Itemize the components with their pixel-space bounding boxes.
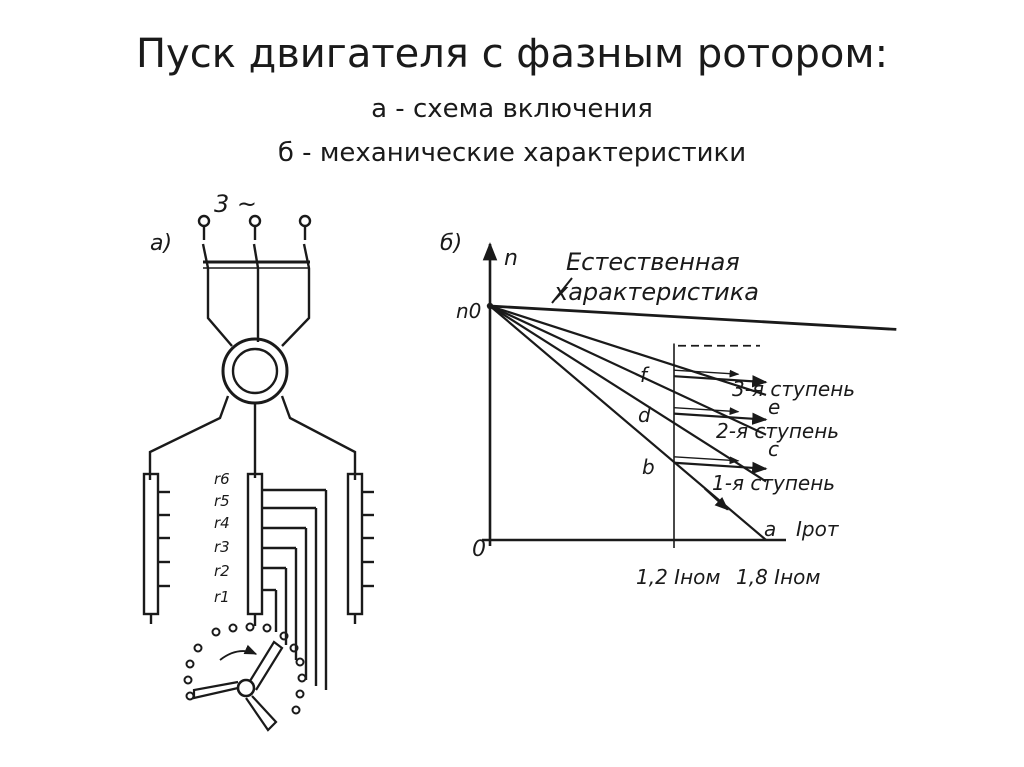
- start-direction-arrow: [703, 487, 729, 511]
- point-label-c: c: [768, 437, 779, 461]
- point-label-b: b: [642, 455, 655, 479]
- n0-label: n0: [456, 299, 481, 323]
- controller-contacts: [183, 622, 307, 715]
- stator-leads: [206, 268, 311, 347]
- point-label-f: f: [640, 363, 650, 387]
- x-tick-label-1: 1,2 Iном: [636, 565, 720, 589]
- point-label-d: d: [638, 403, 651, 427]
- tap-label-r1: r1: [214, 588, 230, 606]
- step-2-transition-arrow-secondary: [673, 406, 740, 416]
- origin-label: 0: [472, 537, 486, 562]
- resistor-bank-middle: [246, 472, 328, 690]
- supply-terminals: [197, 214, 312, 240]
- title-block: Пуск двигателя с фазным ротором: а - схе…: [0, 28, 1024, 172]
- subtitle-b: б - механические характеристики: [277, 138, 747, 168]
- controller-arm: [192, 640, 284, 732]
- n0-point: [486, 302, 494, 310]
- x-axis-label: Iрот: [796, 517, 840, 541]
- rheostat-characteristic-line-2: [489, 305, 767, 483]
- step-label-1: 1-я ступень: [712, 471, 835, 495]
- subtitle-a: а - схема включения: [371, 94, 653, 124]
- natural-label-line2: характеристика: [553, 278, 759, 306]
- step-1-transition-arrow: [673, 461, 768, 475]
- natural-characteristic-line: [489, 304, 897, 331]
- chart-layer: [482, 242, 897, 548]
- tap-labels: r6 r5 r4 r3 r2 r1: [214, 470, 230, 606]
- point-label-e: e: [768, 395, 780, 419]
- scheme-panel-label: а): [150, 231, 172, 256]
- motor-rotor: [231, 347, 279, 395]
- chart-panel: б) n n0 0 Iрот Естественная характеристи…: [440, 231, 897, 589]
- rotor-leads: [148, 395, 357, 480]
- scheme-panel: а) 3 ~: [142, 190, 374, 732]
- step-3-transition-arrow: [673, 375, 768, 388]
- x-tick-label-2: 1,8 Iном: [736, 565, 820, 589]
- natural-label-leader: [551, 277, 573, 304]
- tap-label-r6: r6: [214, 470, 230, 488]
- chart-panel-label: б): [440, 231, 462, 256]
- tap-label-r4: r4: [214, 514, 230, 532]
- tap-label-r3: r3: [214, 538, 230, 556]
- step-label-3: 3-я ступень: [732, 377, 855, 401]
- tap-label-r5: r5: [214, 492, 230, 510]
- rheostat-characteristic-line-3: [489, 305, 767, 436]
- step-1-transition-arrow-secondary: [673, 456, 740, 465]
- supply-label: 3 ~: [214, 190, 257, 218]
- tap-label-r2: r2: [214, 562, 230, 580]
- natural-label-line1: Естественная: [566, 248, 740, 276]
- step-3-transition-arrow-secondary: [673, 369, 740, 378]
- main-switch: [201, 243, 311, 269]
- step-label-2: 2-я ступень: [716, 419, 839, 443]
- step-2-transition-arrow: [673, 412, 768, 425]
- page-title: Пуск двигателя с фазным ротором:: [135, 31, 889, 77]
- y-axis-label: n: [504, 246, 518, 271]
- resistor-bank-left: [142, 472, 170, 624]
- resistor-bank-right: [346, 472, 374, 624]
- point-label-a: a: [764, 517, 776, 541]
